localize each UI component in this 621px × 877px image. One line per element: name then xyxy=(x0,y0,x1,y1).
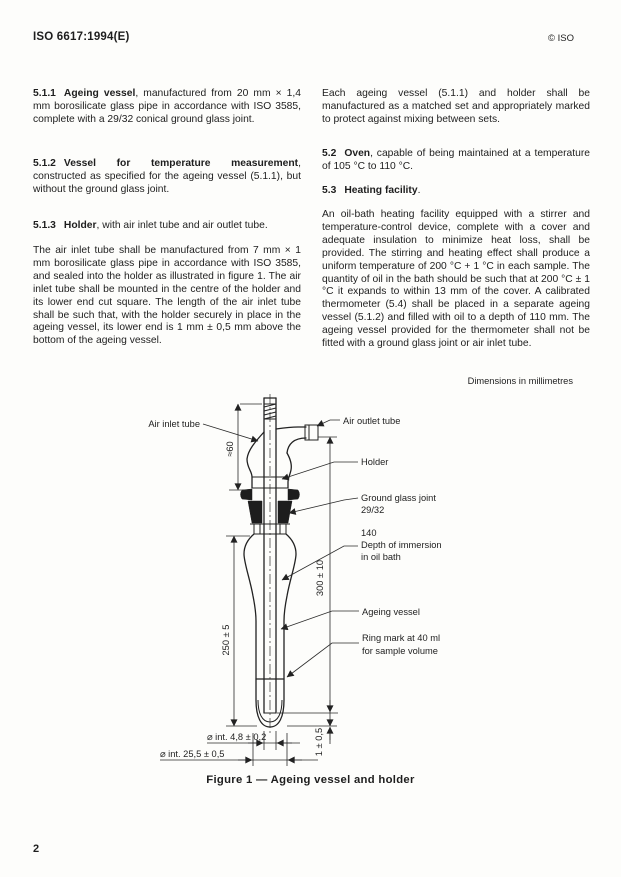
section-5-3: 5.3 Heating facility. xyxy=(322,185,590,198)
section-title: Ageing vessel xyxy=(63,88,136,99)
label-air-inlet-tube: Air inlet tube xyxy=(148,419,200,429)
section-title: Oven xyxy=(344,148,371,159)
label-ring-mark-2: for sample volume xyxy=(362,646,438,656)
joint-wall-right xyxy=(277,500,293,524)
ageing-vessel-drawing xyxy=(240,394,319,735)
section-body: , constructed as specified for the agein… xyxy=(33,158,301,195)
label-immersion-depth: Depth of immersion xyxy=(361,540,442,550)
doc-number: ISO 6617:1994(E) xyxy=(33,31,130,43)
label-air-outlet-tube: Air outlet tube xyxy=(343,416,400,426)
section-body: , capable of being maintained at a tempe… xyxy=(322,148,590,172)
section-number: 5.1.3 xyxy=(33,220,56,231)
section-5-1-3: 5.1.3 Holder, with air inlet tube and air… xyxy=(33,220,301,233)
outlet-opening xyxy=(304,424,319,441)
section-number: 5.2 xyxy=(322,148,337,159)
dim-1: 1 ± 0,5 xyxy=(314,728,324,756)
label-holder: Holder xyxy=(361,457,388,467)
dim-int-25-5: ⌀ int. 25,5 ± 0,5 xyxy=(160,749,224,759)
section-number: 5.1.2 xyxy=(33,158,56,169)
dimension-lines xyxy=(160,403,338,766)
dim-300: 300 ± 10 xyxy=(315,560,325,596)
label-joint-size: 29/32 xyxy=(361,505,384,515)
page-number: 2 xyxy=(33,843,40,855)
section-title: Heating facility xyxy=(344,185,418,196)
joint-wall-left xyxy=(247,500,263,524)
label-ageing-vessel: Ageing vessel xyxy=(362,607,420,617)
joint-flange-right xyxy=(287,488,300,501)
holder-bulb-right xyxy=(286,452,293,489)
figure-1-technical-drawing: Air inlet tube Air outlet tube Holder Gr… xyxy=(148,394,442,766)
outlet-neck-lower xyxy=(286,437,307,454)
paragraph-heating-facility: An oil-bath heating facility equipped wi… xyxy=(322,209,590,350)
inlet-tube-hatch xyxy=(263,403,277,420)
section-5-2: 5.2 Oven, capable of being maintained at … xyxy=(322,148,590,174)
section-number: 5.1.1 xyxy=(33,88,56,99)
section-body: . xyxy=(417,185,421,196)
paragraph-air-inlet-tube: The air inlet tube shall be manufactured… xyxy=(33,245,301,347)
copyright-notice: © ISO xyxy=(547,33,574,44)
label-ground-glass-joint: Ground glass joint xyxy=(361,493,436,503)
dimensions-note: Dimensions in millimetres xyxy=(467,376,573,386)
section-body: , with air inlet tube and air outlet tub… xyxy=(96,220,268,231)
paragraph-matched-set: Each ageing vessel (5.1.1) and holder sh… xyxy=(322,88,590,125)
dim-250: 250 ± 5 xyxy=(221,625,231,656)
leader-lines xyxy=(202,419,359,678)
section-title: Vessel for temperature measurement xyxy=(63,158,299,169)
section-5-1-2: 5.1.2 Vessel for temperature measurement,… xyxy=(33,158,301,197)
joint-flange-left xyxy=(240,488,253,501)
vessel-body xyxy=(243,533,297,728)
dim-int-4-8: ⌀ int. 4,8 ± 0,2 xyxy=(207,732,266,742)
section-title: Holder xyxy=(63,220,97,231)
section-body: , manufactured from 20 mm × 1,4 mm boros… xyxy=(33,88,301,125)
vessel-inner-bottom xyxy=(257,699,283,723)
dim-approx-60: ≈60 xyxy=(225,441,235,456)
label-ring-mark-1: Ring mark at 40 ml xyxy=(362,633,440,643)
figure-caption: Figure 1 — Ageing vessel and holder xyxy=(206,774,415,786)
outlet-neck-upper xyxy=(275,426,307,430)
label-immersion-value: 140 xyxy=(361,528,377,538)
section-number: 5.3 xyxy=(322,185,337,196)
label-immersion-bath: in oil bath xyxy=(361,552,401,562)
section-5-1-1: 5.1.1 Ageing vessel, manufactured from 20… xyxy=(33,88,301,127)
